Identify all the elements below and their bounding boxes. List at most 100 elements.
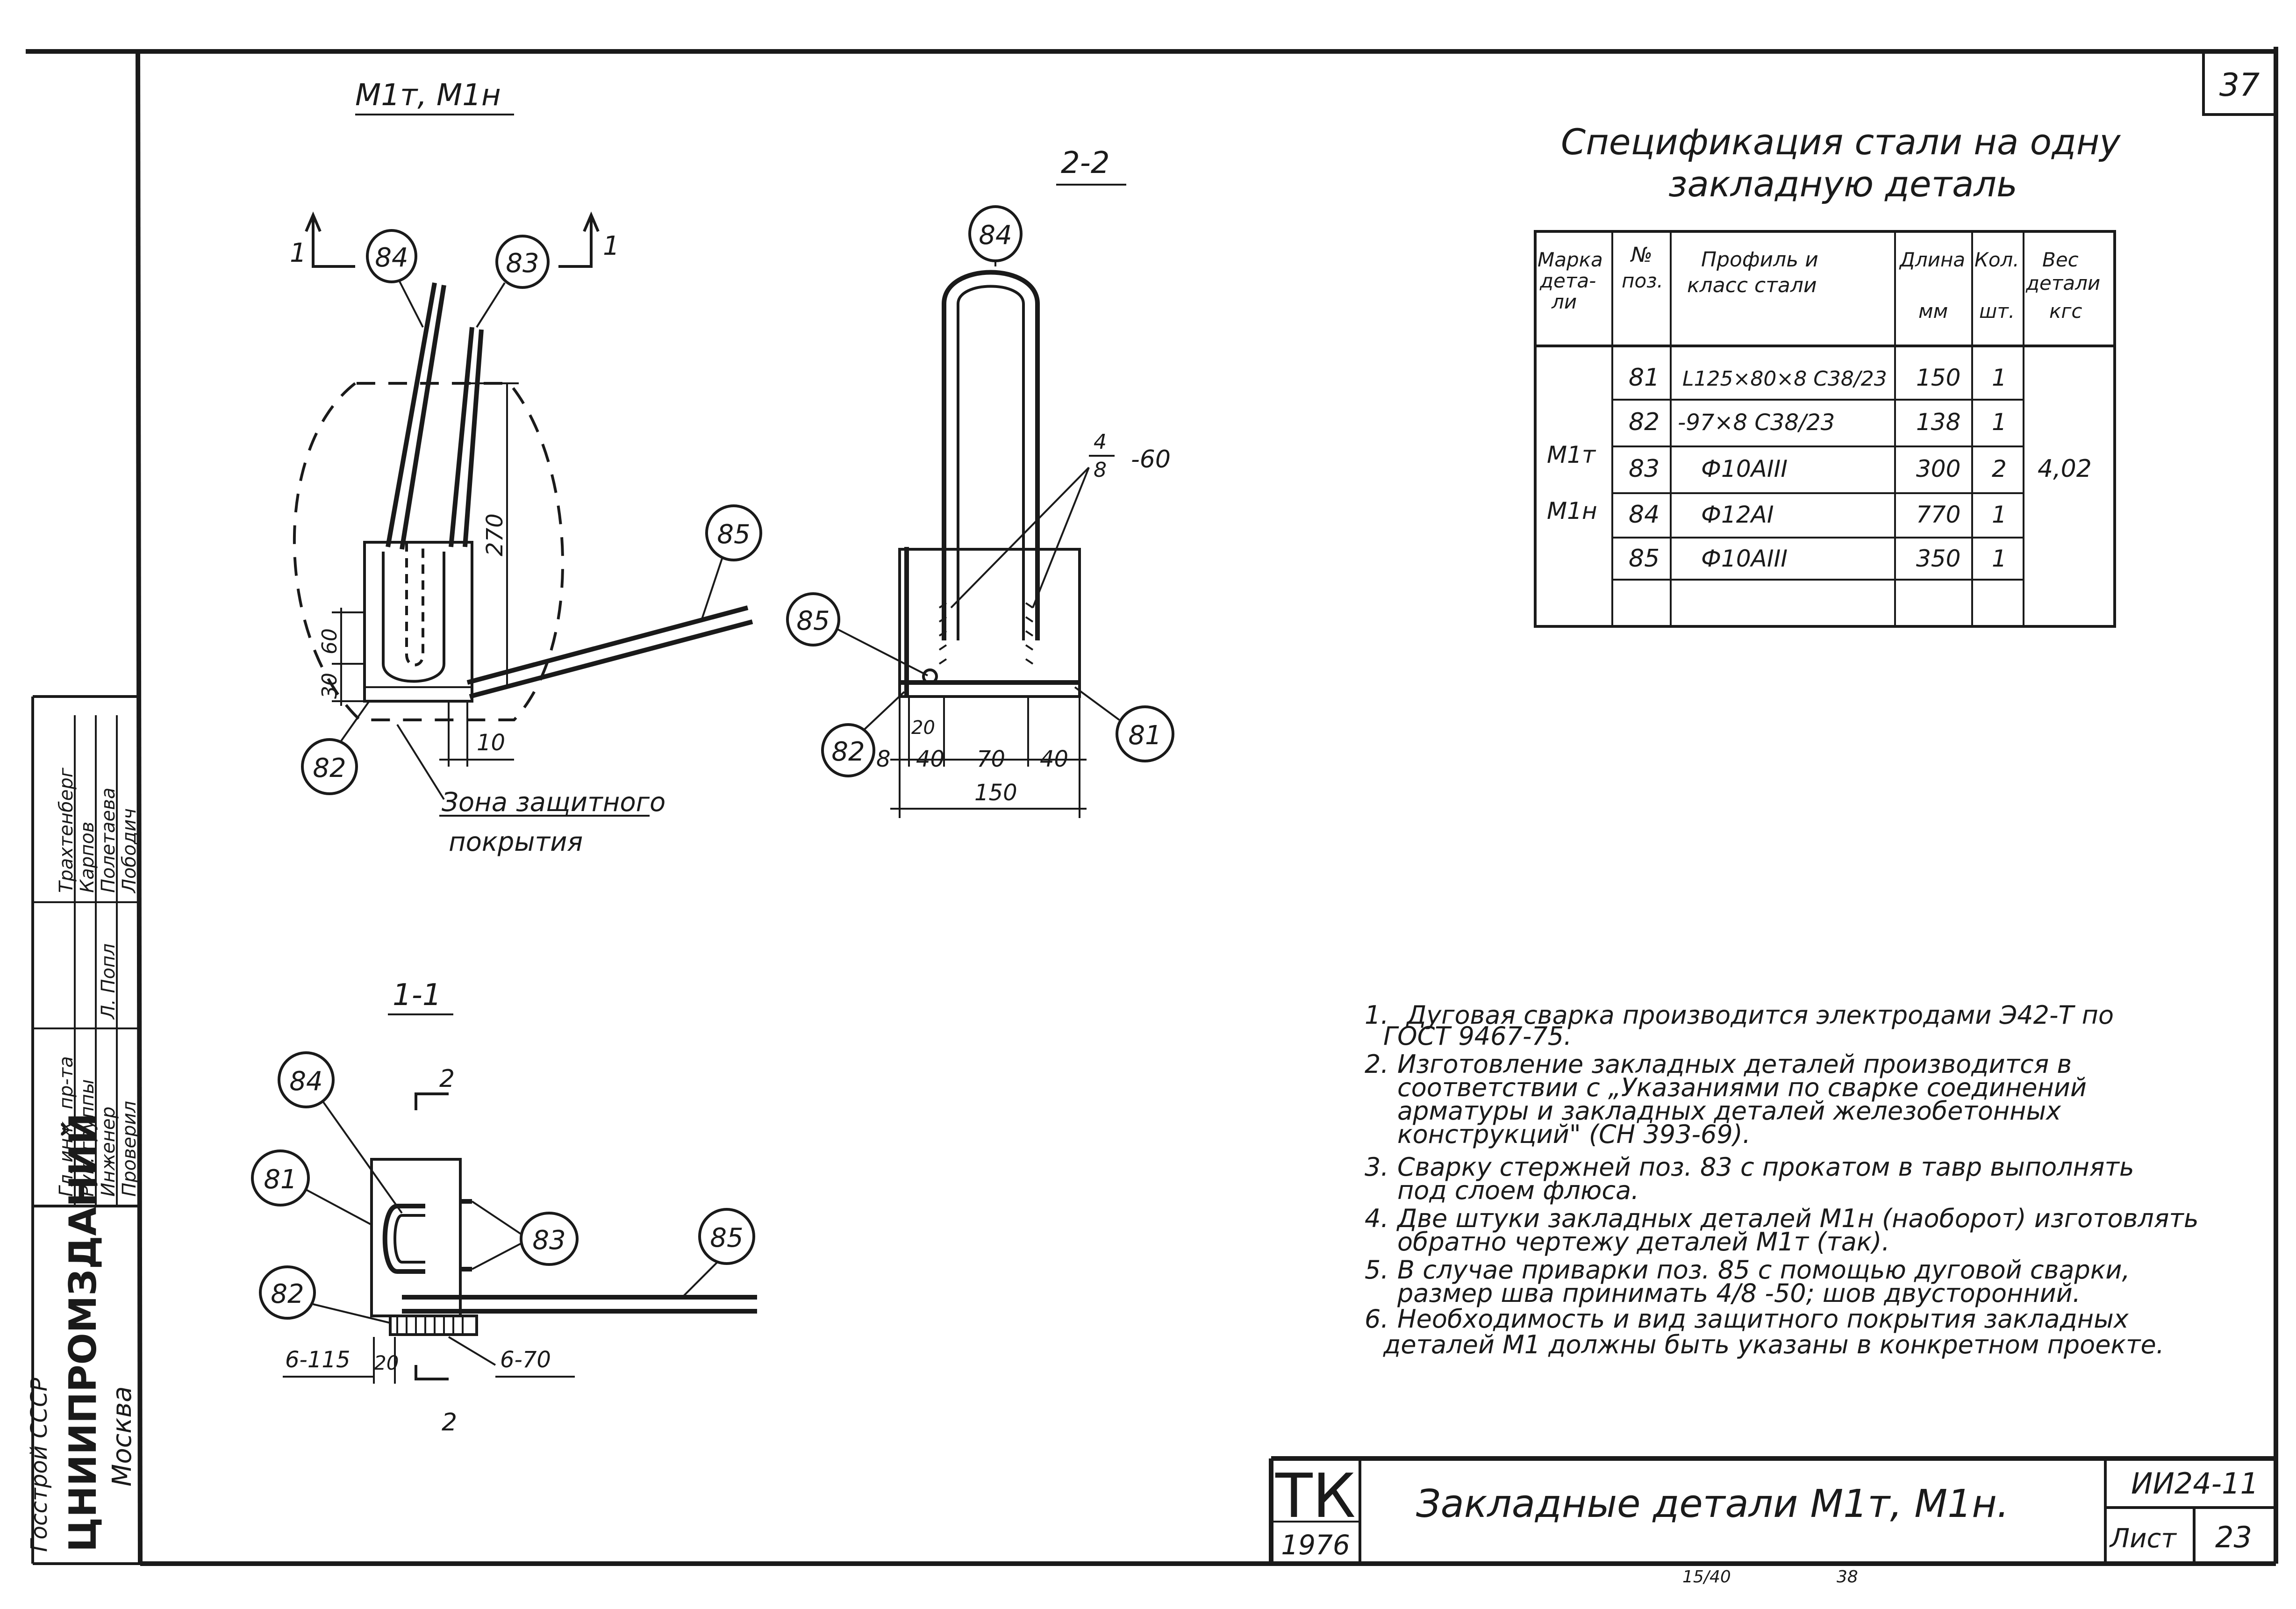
sig-role-2: Инженер: [98, 1106, 119, 1197]
main-view: М1т, М1н 1 1 84 83 85: [290, 78, 762, 857]
note-2-l2: соответствии с „Указаниями по сварке сое…: [1397, 1073, 2087, 1102]
s11-title: 1-1: [393, 978, 442, 1013]
s11-callout-84: 84: [289, 1066, 322, 1097]
hdr-weight-1: Вес: [2042, 248, 2079, 271]
main-callout-84: 84: [375, 243, 408, 273]
row-4-length: 770: [1916, 501, 1960, 528]
zone-label-2: покрытия: [449, 827, 583, 857]
sheet-code: ИИ24-11: [2131, 1466, 2259, 1501]
s22-callout-84: 84: [979, 220, 1012, 251]
s11-callout-82: 82: [271, 1279, 304, 1309]
sig-sign-2: Л. Попл: [98, 943, 119, 1020]
spec-title-2: закладную деталь: [1668, 163, 2017, 205]
s22-weld-den: 8: [1094, 458, 1107, 482]
dim-270: 270: [482, 513, 508, 556]
org-city: Москва: [107, 1386, 137, 1487]
s11-dim-6-70: 6-70: [500, 1347, 551, 1373]
s11-cut-bottom: 2: [442, 1408, 457, 1437]
org-stamp: Госстрой СССР ЦНИИПРОМЗДАНИЙ Москва: [26, 1113, 137, 1552]
hdr-weight-2: детали: [2025, 272, 2100, 295]
s22-dim-40b: 40: [1040, 746, 1068, 772]
main-callout-82: 82: [313, 753, 346, 783]
note-2-n: 2.: [1365, 1049, 1389, 1079]
row-4-pos: 84: [1629, 501, 1659, 529]
stamp-year: 1976: [1281, 1529, 1350, 1561]
s11-callout-85: 85: [710, 1223, 743, 1253]
row-2-length: 138: [1916, 409, 1960, 436]
hdr-length-1: Длина: [1899, 248, 1965, 271]
note-4-n: 4.: [1365, 1204, 1389, 1233]
s22-title: 2-2: [1061, 146, 1110, 180]
row-4-profile: Ф12АI: [1701, 501, 1774, 528]
sig-name-2: Полетаева: [98, 788, 119, 893]
note-6-l1: Необходимость и вид защитного покрытия з…: [1397, 1304, 2129, 1334]
note-5-l2: размер шва принимать 4/8 -50; шов двусто…: [1397, 1279, 2081, 1308]
row-3-length: 300: [1916, 455, 1960, 482]
row-2-profile: -97×8 С38/23: [1678, 409, 1835, 436]
row-5-profile: Ф10АIII: [1701, 545, 1788, 572]
spec-weight: 4,02: [2038, 455, 2092, 483]
note-6-n: 6.: [1365, 1304, 1389, 1334]
s22-dim-20: 20: [911, 717, 935, 739]
hdr-qty-1: Кол.: [1974, 248, 2019, 271]
s22-dim-40a: 40: [916, 746, 944, 772]
hdr-weight-3: кгс: [2049, 300, 2082, 323]
signature-block: Проверил Инженер Рук. группы Гл. инж. пр…: [56, 767, 140, 1197]
row-4-qty: 1: [1992, 501, 2007, 528]
sheet-number: 37: [2219, 67, 2260, 104]
org-top: Госстрой СССР: [26, 1378, 52, 1552]
row-2-pos: 82: [1629, 408, 1659, 436]
note-3-l2: под слоем флюса.: [1397, 1176, 1639, 1205]
main-view-title: М1т, М1н: [355, 78, 501, 113]
row-5-length: 350: [1916, 545, 1960, 572]
note-4-l1: Две штуки закладных деталей М1н (наоборо…: [1396, 1204, 2199, 1233]
row-3-profile: Ф10АIII: [1701, 455, 1788, 482]
sig-role-4: Гл. инж. пр-та: [56, 1056, 77, 1197]
hdr-profile-1: Профиль и: [1701, 248, 1818, 272]
note-2-l1: Изготовление закладных деталей производи…: [1397, 1049, 2072, 1079]
s22-dim-8: 8: [876, 746, 891, 772]
s22-weld-len: -60: [1131, 445, 1171, 474]
zone-label-1: Зона защитного: [442, 787, 665, 818]
hdr-mark-2: дета-: [1539, 269, 1596, 292]
row-3-pos: 83: [1629, 455, 1659, 483]
s11-cut-top: 2: [439, 1065, 455, 1093]
sheet-number-box: 37: [2202, 50, 2277, 116]
row-2-qty: 1: [1992, 409, 2007, 436]
row-1-pos: 81: [1629, 364, 1659, 392]
s11-dim-6-115: 6-115: [285, 1347, 350, 1373]
note-4-l2: обратно чертежу деталей М1т (так).: [1397, 1227, 1890, 1257]
dim-30: 30: [318, 673, 342, 699]
s22-callout-82: 82: [831, 737, 865, 767]
stamp-tk: ТК: [1275, 1460, 1356, 1531]
main-callout-83: 83: [506, 248, 539, 279]
note-5-l1: В случае приварки поз. 85 с помощью дуго…: [1397, 1255, 2130, 1285]
section-2-2: 2-2 84 85 82 81 4 8 -60: [786, 146, 1174, 818]
row-5-pos: 85: [1629, 545, 1659, 573]
hdr-length-2: мм: [1918, 300, 1948, 323]
hdr-pos-2: поз.: [1622, 269, 1663, 292]
s11-callout-81: 81: [264, 1164, 297, 1195]
s11-dim-20: 20: [374, 1351, 399, 1374]
s22-weld-num: 4: [1094, 430, 1107, 454]
note-3-l1: Сварку стержней поз. 83 с прокатом в тав…: [1397, 1152, 2134, 1182]
sig-role-1: Проверил: [119, 1101, 140, 1197]
note-1-n: 1.: [1365, 1000, 1389, 1030]
row-5-qty: 1: [1992, 545, 2007, 572]
org-name: ЦНИИПРОМЗДАНИЙ: [61, 1113, 105, 1552]
note-6-l2: деталей М1 должны быть указаны в конкрет…: [1383, 1330, 2164, 1359]
section-mark-right: 1: [603, 231, 620, 261]
hdr-mark-1: Марка: [1538, 248, 1603, 271]
s22-dim-150: 150: [974, 780, 1017, 806]
s22-callout-81: 81: [1128, 720, 1161, 751]
note-2-l4: конструкций" (СН 393-69).: [1397, 1120, 1751, 1149]
sheet-label: Лист: [2109, 1523, 2177, 1554]
sheet-no: 23: [2215, 1520, 2252, 1554]
s22-dim-70: 70: [977, 746, 1005, 772]
note-3-n: 3.: [1365, 1152, 1389, 1182]
sig-name-3: Карпов: [77, 822, 98, 893]
main-callout-85: 85: [717, 519, 750, 550]
spec-table: Марка дета- ли № поз. Профиль и класс ст…: [1534, 230, 2116, 628]
spec-mark-2: М1н: [1547, 497, 1597, 524]
